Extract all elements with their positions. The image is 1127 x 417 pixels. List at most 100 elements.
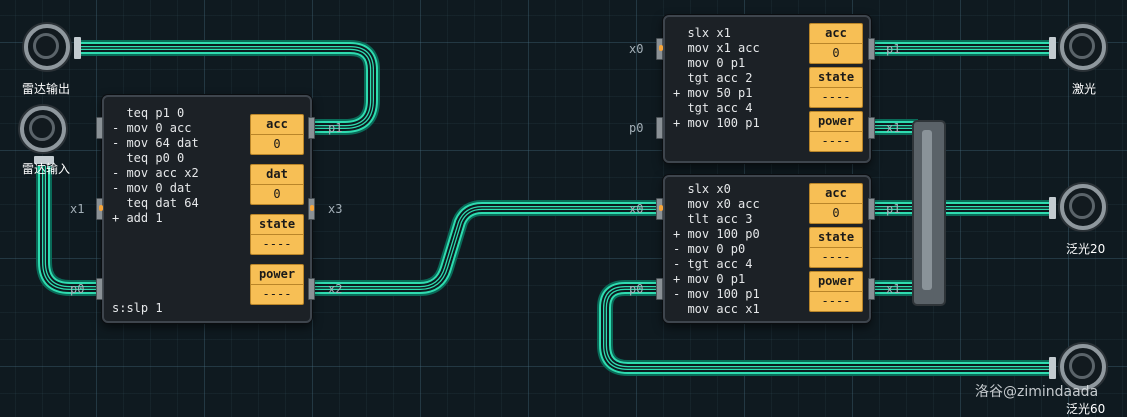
pin-label-x1: x1 <box>886 282 901 296</box>
code-line: mov 0 p1 <box>673 56 746 70</box>
register-state: state ---- <box>250 214 304 255</box>
pin-left-x2[interactable] <box>308 278 315 300</box>
register-power: power ---- <box>809 111 863 152</box>
sensor-ring-inner <box>1069 33 1095 59</box>
pin-label-p1: p1 <box>886 42 901 56</box>
bridge-connector[interactable] <box>912 120 946 306</box>
sensor-ring-inner <box>1069 353 1095 379</box>
code-line: teq dat 64 <box>112 196 199 210</box>
register-value: 0 <box>273 187 281 201</box>
register-value: ---- <box>262 287 292 301</box>
register-acc: acc 0 <box>809 183 863 224</box>
code-line: + mov 0 p1 <box>673 272 746 286</box>
wire-p0-flood60 <box>597 280 1050 376</box>
wire-x2-x0 <box>312 200 660 296</box>
laser-label: 激光 <box>1072 82 1097 96</box>
code-listing[interactable]: teq p1 0 - mov 0 acc - mov 64 dat teq p0… <box>112 106 199 226</box>
controller-left[interactable]: teq p1 0 - mov 0 acc - mov 64 dat teq p0… <box>102 95 312 323</box>
pin-br-p1[interactable] <box>868 198 875 220</box>
code-line: - mov 100 p1 <box>673 287 760 301</box>
code-line: tgt acc 4 <box>673 101 753 115</box>
code-line: - mov 0 acc <box>112 121 192 135</box>
code-footer: s:slp 1 <box>112 301 163 315</box>
radar-input-label: 雷达输入 <box>22 162 71 176</box>
pin-label-x2: x2 <box>328 282 343 296</box>
radar-output-sensor[interactable] <box>24 24 70 70</box>
register-acc: acc 0 <box>809 23 863 64</box>
sensor-ring <box>24 24 70 70</box>
register-state: state ---- <box>809 227 863 268</box>
pin-dot <box>659 45 663 51</box>
pin-br-x1[interactable] <box>868 278 875 300</box>
pin-left-p0[interactable] <box>96 278 103 300</box>
code-line: slx x1 <box>673 26 731 40</box>
pin-tr-p1[interactable] <box>868 38 875 60</box>
register-label: state <box>810 68 862 88</box>
pin-br-p0[interactable] <box>656 278 663 300</box>
register-value: ---- <box>821 250 851 264</box>
register-label: acc <box>810 184 862 204</box>
register-label: state <box>810 228 862 248</box>
register-label: acc <box>251 115 303 135</box>
radar-input-sensor[interactable] <box>20 106 66 152</box>
code-line: + add 1 <box>112 211 163 225</box>
pin-label-p1: p1 <box>328 121 343 135</box>
code-line: - mov acc x2 <box>112 166 199 180</box>
pin-label-x1: x1 <box>886 121 901 135</box>
pin-label-p1: p1 <box>886 202 901 216</box>
code-line: mov x1 acc <box>673 41 760 55</box>
pin-tr-p0[interactable] <box>656 117 663 139</box>
code-line: teq p0 0 <box>112 151 185 165</box>
flood20-sensor[interactable] <box>1060 184 1106 230</box>
pin-label-x0: x0 <box>629 202 644 216</box>
code-line: tgt acc 2 <box>673 71 753 85</box>
register-power: power ---- <box>250 264 304 305</box>
register-label: acc <box>810 24 862 44</box>
register-label: power <box>810 112 862 132</box>
code-listing[interactable]: slx x1 mov x1 acc mov 0 p1 tgt acc 2 + m… <box>673 26 760 131</box>
flood60-connector <box>1049 357 1056 379</box>
code-line: + mov 100 p0 <box>673 227 760 241</box>
register-state: state ---- <box>809 67 863 108</box>
bridge-bar <box>922 130 932 290</box>
pin-left-p1[interactable] <box>308 117 315 139</box>
controller-top-right[interactable]: slx x1 mov x1 acc mov 0 p1 tgt acc 2 + m… <box>663 15 871 163</box>
code-line: - mov 0 dat <box>112 181 192 195</box>
code-line: mov acc x1 <box>673 302 760 316</box>
register-dat: dat 0 <box>250 164 304 205</box>
laser-sensor[interactable] <box>1060 24 1106 70</box>
pin-tr-x1[interactable] <box>868 117 875 139</box>
radar-input-connector <box>34 156 54 164</box>
register-value: ---- <box>821 90 851 104</box>
register-value: 0 <box>832 46 840 60</box>
code-line: + mov 100 p1 <box>673 116 760 130</box>
register-label: dat <box>251 165 303 185</box>
pin-dot <box>659 205 663 211</box>
register-value: ---- <box>262 237 292 251</box>
code-line: - mov 0 p0 <box>673 242 746 256</box>
code-line: + mov 50 p1 <box>673 86 753 100</box>
register-power: power ---- <box>809 271 863 312</box>
code-line: - mov 64 dat <box>112 136 199 150</box>
pin-label-x0: x0 <box>629 42 644 56</box>
flood20-label: 泛光20 <box>1066 242 1106 256</box>
register-acc: acc 0 <box>250 114 304 155</box>
sensor-ring <box>1060 184 1106 230</box>
register-label: power <box>810 272 862 292</box>
pin-label-x3: x3 <box>328 202 343 216</box>
laser-connector <box>1049 37 1056 59</box>
code-line: - tgt acc 4 <box>673 257 753 271</box>
sensor-ring-inner <box>1069 193 1095 219</box>
flood60-label: 泛光60 <box>1066 402 1106 416</box>
pin-left-tl[interactable] <box>96 117 103 139</box>
register-value: ---- <box>821 294 851 308</box>
code-line: tlt acc 3 <box>673 212 753 226</box>
pin-dot <box>99 205 103 211</box>
pin-dot <box>310 205 314 211</box>
controller-bottom-right[interactable]: slx x0 mov x0 acc tlt acc 3 + mov 100 p0… <box>663 175 871 323</box>
radar-output-label: 雷达输出 <box>22 82 71 96</box>
code-line: mov x0 acc <box>673 197 760 211</box>
flood60-sensor[interactable] <box>1060 344 1106 390</box>
code-listing[interactable]: slx x0 mov x0 acc tlt acc 3 + mov 100 p0… <box>673 182 760 317</box>
